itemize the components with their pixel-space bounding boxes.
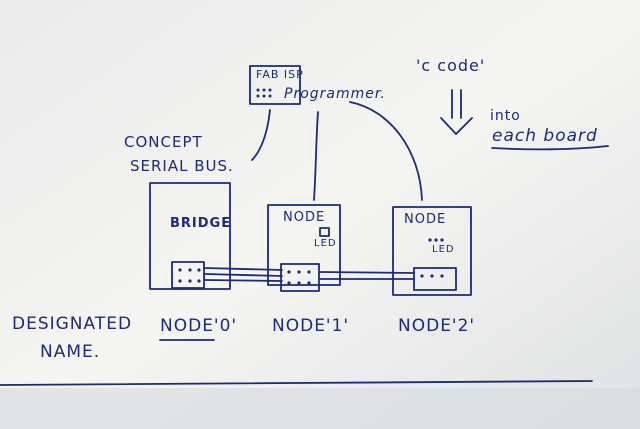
serial-bus-4 [319,271,415,274]
dot [197,279,201,283]
programmer-line2: Programmer. [284,86,386,102]
designated-line2: NAME. [40,342,101,362]
node1-box [267,204,341,286]
node1-connector [280,263,320,292]
dot [256,88,260,92]
dot [262,88,266,92]
node2-name: NODE'2' [398,316,476,336]
bridge-connector [171,261,205,289]
designated-line1: DESIGNATED [12,314,133,334]
node2-box [392,206,472,296]
programmer-line1: FAB ISP [256,68,304,81]
dot [440,238,444,242]
wire-to-node2 [349,101,423,201]
bridge-label: BRIDGE [170,216,232,231]
node1-name: NODE'1' [272,316,350,336]
dot [428,238,432,242]
dot [430,274,434,278]
serial-bus-3 [204,279,283,282]
node1-led-square [319,227,330,237]
concept-line1: CONCEPT [124,133,203,151]
page-shadow [0,388,640,429]
dot [178,268,182,272]
each-board-underline [491,145,609,151]
dot [197,268,201,272]
dot [268,88,272,92]
node0-name: NODE'0' [160,316,238,336]
dot [268,94,272,98]
dot [297,270,301,274]
into-label: into [490,108,521,124]
dot [440,274,444,278]
dot [307,281,311,285]
dot [434,238,438,242]
node1-label: NODE [283,210,326,225]
bridge-box [149,182,231,290]
dot [297,281,301,285]
wire-to-bridge [251,109,271,161]
serial-bus-1 [204,267,283,271]
dot [178,279,182,283]
dot [287,281,291,285]
ccode-label: 'c code' [416,56,486,75]
each-board-label: each board [492,126,598,146]
dot [287,270,291,274]
dot [188,279,192,283]
concept-line2: SERIAL BUS. [130,157,234,175]
dot [256,94,260,98]
dot [188,268,192,272]
serial-bus-2 [204,273,283,277]
programmer-box [249,65,301,105]
arrow-head [440,117,473,135]
node2-label: NODE [404,212,447,227]
dot [262,94,266,98]
dot [420,274,424,278]
node1-led-label: LED [314,238,337,249]
wire-to-node1 [313,111,319,201]
node2-led-label: LED [432,244,455,255]
bottom-rule [0,380,593,386]
dot [307,270,311,274]
